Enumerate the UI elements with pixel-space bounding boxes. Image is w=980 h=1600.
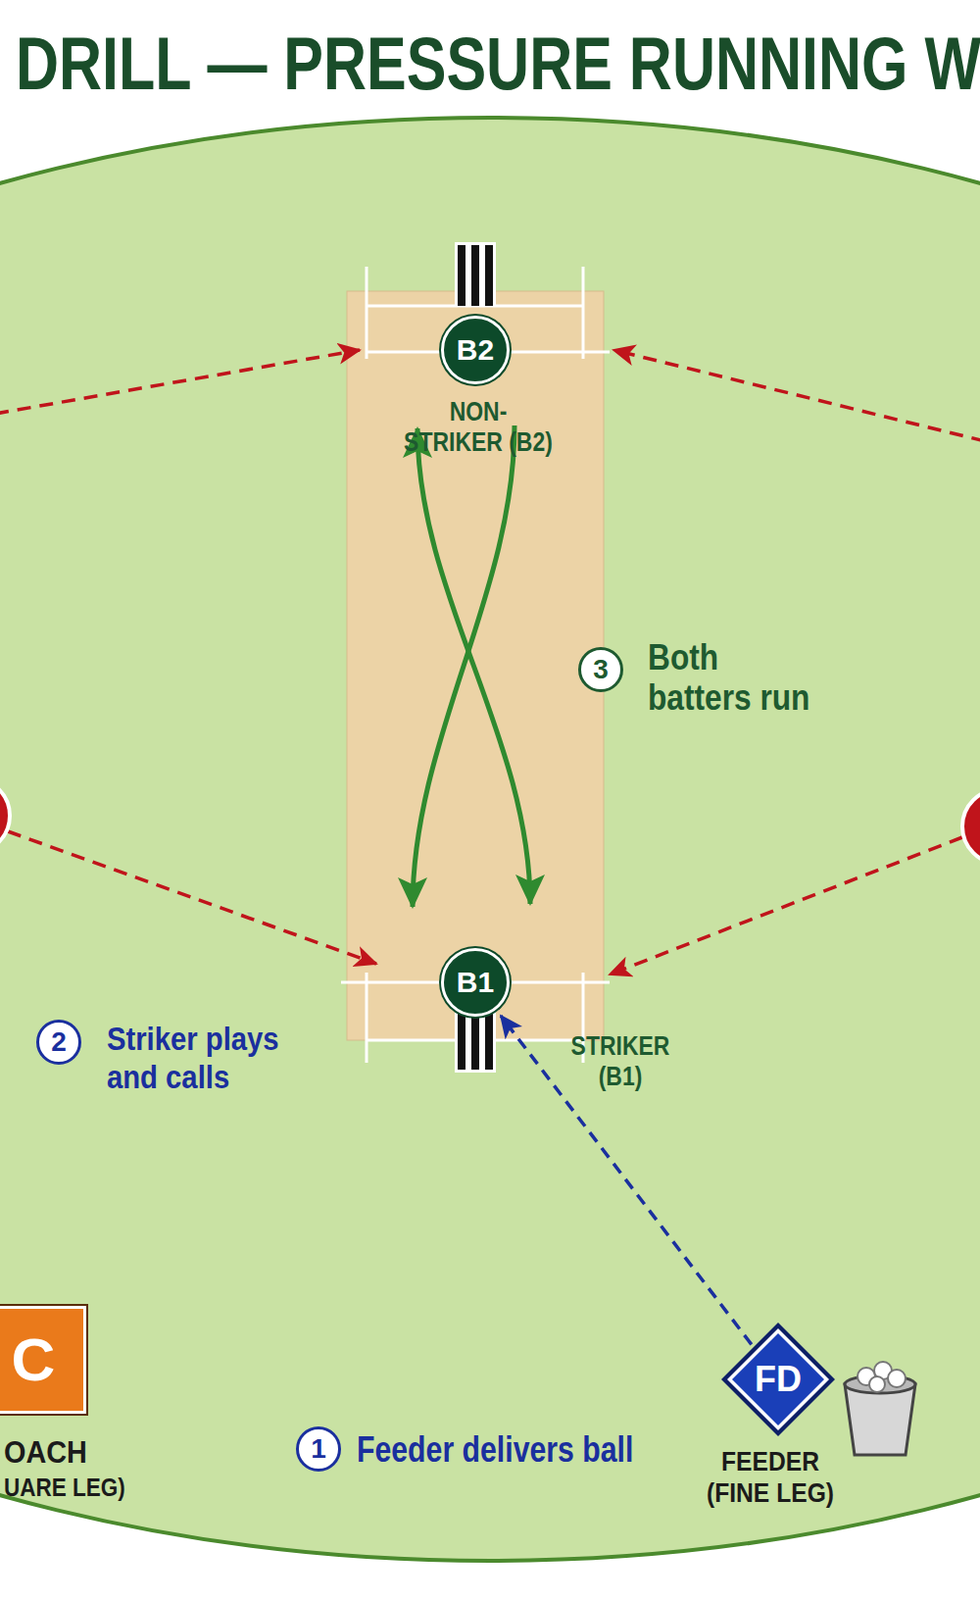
running-arrow	[412, 425, 515, 907]
node-label: B1	[456, 967, 494, 997]
node-caption: FEEDER (FINE LEG)	[696, 1445, 844, 1509]
callout-number: 2	[36, 1019, 82, 1065]
diagram-title: DRILL — PRESSURE RUNNING W	[15, 26, 980, 101]
fielder-marker	[962, 788, 980, 864]
callout-number: 1	[295, 1425, 342, 1471]
stumps-bottom	[454, 1009, 496, 1073]
callout-text: Feeder delivers ball	[356, 1428, 634, 1470]
crease-lines	[341, 266, 610, 1063]
node-label: B2	[456, 335, 494, 365]
ball-bucket	[844, 1361, 916, 1455]
node-caption: UARE LEG)	[3, 1472, 126, 1502]
field-outline	[0, 117, 980, 1561]
fielder-marker	[0, 778, 10, 853]
coach-box: COACHUARE LEG)	[0, 1305, 87, 1414]
fielder-throw-lines	[0, 349, 980, 975]
running-arrow	[417, 428, 531, 904]
batter-circle: B2NON-STRIKER (B2)	[441, 315, 510, 385]
node-label: FD	[754, 1361, 802, 1397]
callout-text: Both batters run	[647, 637, 821, 719]
pitch	[346, 291, 604, 1040]
delivery-line	[500, 1015, 752, 1344]
stumps-top	[454, 242, 496, 307]
batter-circle: B1STRIKER (B1)	[441, 947, 510, 1017]
callout-number: 3	[578, 646, 624, 692]
callout-text: Striker plays and calls	[106, 1019, 328, 1096]
node-label: C	[11, 1328, 56, 1390]
node-caption: OACH	[3, 1433, 88, 1470]
feeder-diamond: FDFEEDER (FINE LEG)	[719, 1320, 837, 1438]
node-caption: STRIKER (B1)	[557, 1030, 684, 1092]
node-caption: NON-STRIKER (B2)	[403, 396, 554, 458]
